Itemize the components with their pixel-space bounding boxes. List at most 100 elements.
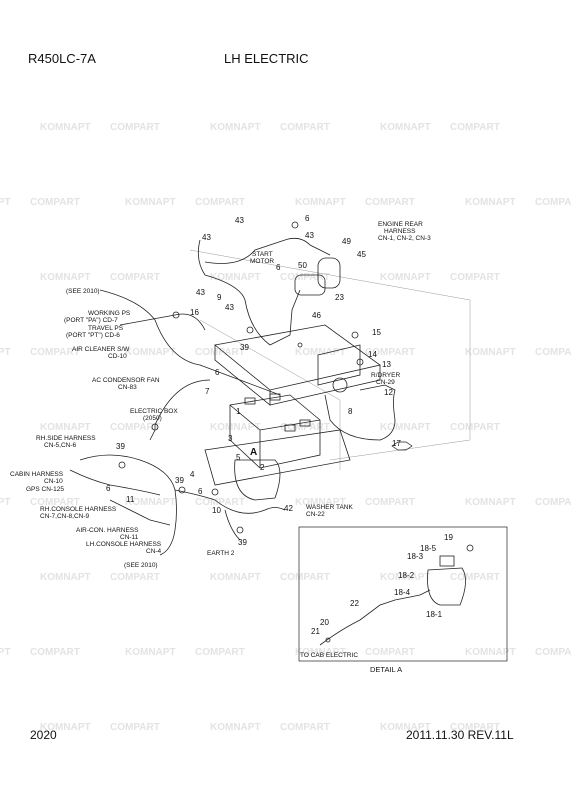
callout-3: 3 [228,434,233,443]
watermark-text: COMPART [30,647,80,658]
rh-side-harness-label-2: CN-5,CN-6 [44,442,77,449]
watermark-text: KOMNAPT [380,272,431,283]
aircon-harness-label-1: AIR-CON. HARNESS [76,527,139,534]
callout-50: 50 [298,261,307,270]
watermark-text: COMPART [110,272,160,283]
callout-18-2: 18-2 [398,571,415,580]
watermark-text: COMPART [195,347,245,358]
watermark-text: COMPART [450,422,500,433]
engine-rear-harness-label-2: HARNESS [384,228,416,235]
callout-20: 20 [320,618,329,627]
watermark-text: COMPART [110,422,160,433]
callout-18-4: 18-4 [394,588,411,597]
watermark-text: KOMNAPT [380,572,431,583]
lh-console-harness-label-2: CN-4 [146,548,162,555]
to-cab-electric-label: TO CAB ELECTRIC [300,652,358,659]
watermark-text: KOMNAPT [40,722,91,733]
watermark-text: KOMNAPT [40,572,91,583]
callout-10: 10 [212,506,221,515]
watermark-text: COMPART [195,497,245,508]
watermark-text: COMPART [450,722,500,733]
callout-23: 23 [335,293,344,302]
watermark-text: COMPART [110,122,160,133]
watermark-text: COMPART [450,122,500,133]
air-cleaner-label-1: AIR CLEANER S/W [72,346,130,353]
watermark-text: COMPART [195,197,245,208]
working-ps-label-1: WORKING PS [88,310,131,317]
r-dryer-label-1: R/DRYER [371,372,400,379]
watermark-text: COMPART [30,197,80,208]
rh-side-harness-label-1: RH.SIDE HARNESS [36,435,96,442]
watermark-text: COMPART [280,572,330,583]
engine-rear-harness-label-1: ENGINE REAR [378,221,423,228]
watermark-text: KOMNAPT [380,422,431,433]
callout-17: 17 [392,439,401,448]
watermark-text: KOMNAPT [295,347,346,358]
gps-label: GPS CN-125 [26,486,64,493]
lh-console-harness-label-1: LH.CONSOLE HARNESS [86,541,162,548]
watermark-text: KOMNAPT [210,722,261,733]
watermark-text: COMPART [365,497,415,508]
callout-17-hexagon [391,441,413,451]
start-motor-label-2: MOTOR [250,258,274,265]
callout-21: 21 [311,627,320,636]
callout-43: 43 [305,231,314,240]
watermark-text: COMPART [450,272,500,283]
callout-43: 43 [225,303,234,312]
callout-6: 6 [305,214,310,223]
watermark-text: COMPART [365,647,415,658]
watermark-text: COMPART [535,647,571,658]
callout-5: 5 [236,453,241,462]
watermark-text: KOMNAPT [0,497,11,508]
watermark-text: COMPART [30,347,80,358]
r-dryer-label-2: CN-29 [376,379,395,386]
model-label: R450LC-7A [28,51,96,66]
watermark-text: KOMNAPT [295,647,346,658]
callout-39: 39 [175,476,184,485]
watermark-text: KOMNAPT [125,497,176,508]
watermark-text: KOMNAPT [465,197,516,208]
watermark: KOMNAPT COMPART KOMNAPT COMPART KOMNAPT COMPA… [0,122,571,733]
callout-6: 6 [276,263,281,272]
watermark-text: COMPART [365,347,415,358]
watermark-text: COMPART [110,572,160,583]
callout-39: 39 [116,442,125,451]
watermark-text: KOMNAPT [0,197,11,208]
callout-7: 7 [205,387,210,396]
watermark-text: COMPART [280,122,330,133]
callout-8: 8 [348,407,353,416]
callout-39: 39 [240,343,249,352]
see-2010-bottom-label: (SEE 2010) [124,562,158,569]
electric-box-label-2: (2050) [143,415,162,422]
watermark-text: COMPART [30,497,80,508]
watermark-text: KOMNAPT [465,647,516,658]
watermark-text: KOMNAPT [40,122,91,133]
watermark-text: KOMNAPT [125,197,176,208]
page-title: LH ELECTRIC [224,51,309,66]
cabin-harness-label-2: CN-10 [44,478,63,485]
watermark-text: COMPART [280,422,330,433]
callout-43: 43 [202,233,211,242]
watermark-text: KOMNAPT [465,497,516,508]
callout-13: 13 [382,360,391,369]
callout-19: 19 [444,533,453,542]
watermark-text: COMPART [365,197,415,208]
detail-a-marker: A [250,447,257,458]
watermark-text: COMPART [280,722,330,733]
callout-4: 4 [190,470,195,479]
callout-45: 45 [357,250,366,259]
callout-6: 6 [106,484,111,493]
air-cleaner-label-2: CD-10 [108,353,127,360]
parts-drawing [69,221,471,556]
watermark-text: COMPART [535,497,571,508]
ac-condensor-label-2: CN-83 [118,384,137,391]
see-2010-top-label: (SEE 2010) [66,288,100,295]
callout-46: 46 [312,311,321,320]
watermark-text: KOMNAPT [40,422,91,433]
watermark-text: KOMNAPT [210,272,261,283]
travel-ps-label-1: TRAVEL PS [88,325,124,332]
date-revision: 2011.11.30 REV.11L [406,728,514,742]
page-number: 2020 [30,728,57,742]
